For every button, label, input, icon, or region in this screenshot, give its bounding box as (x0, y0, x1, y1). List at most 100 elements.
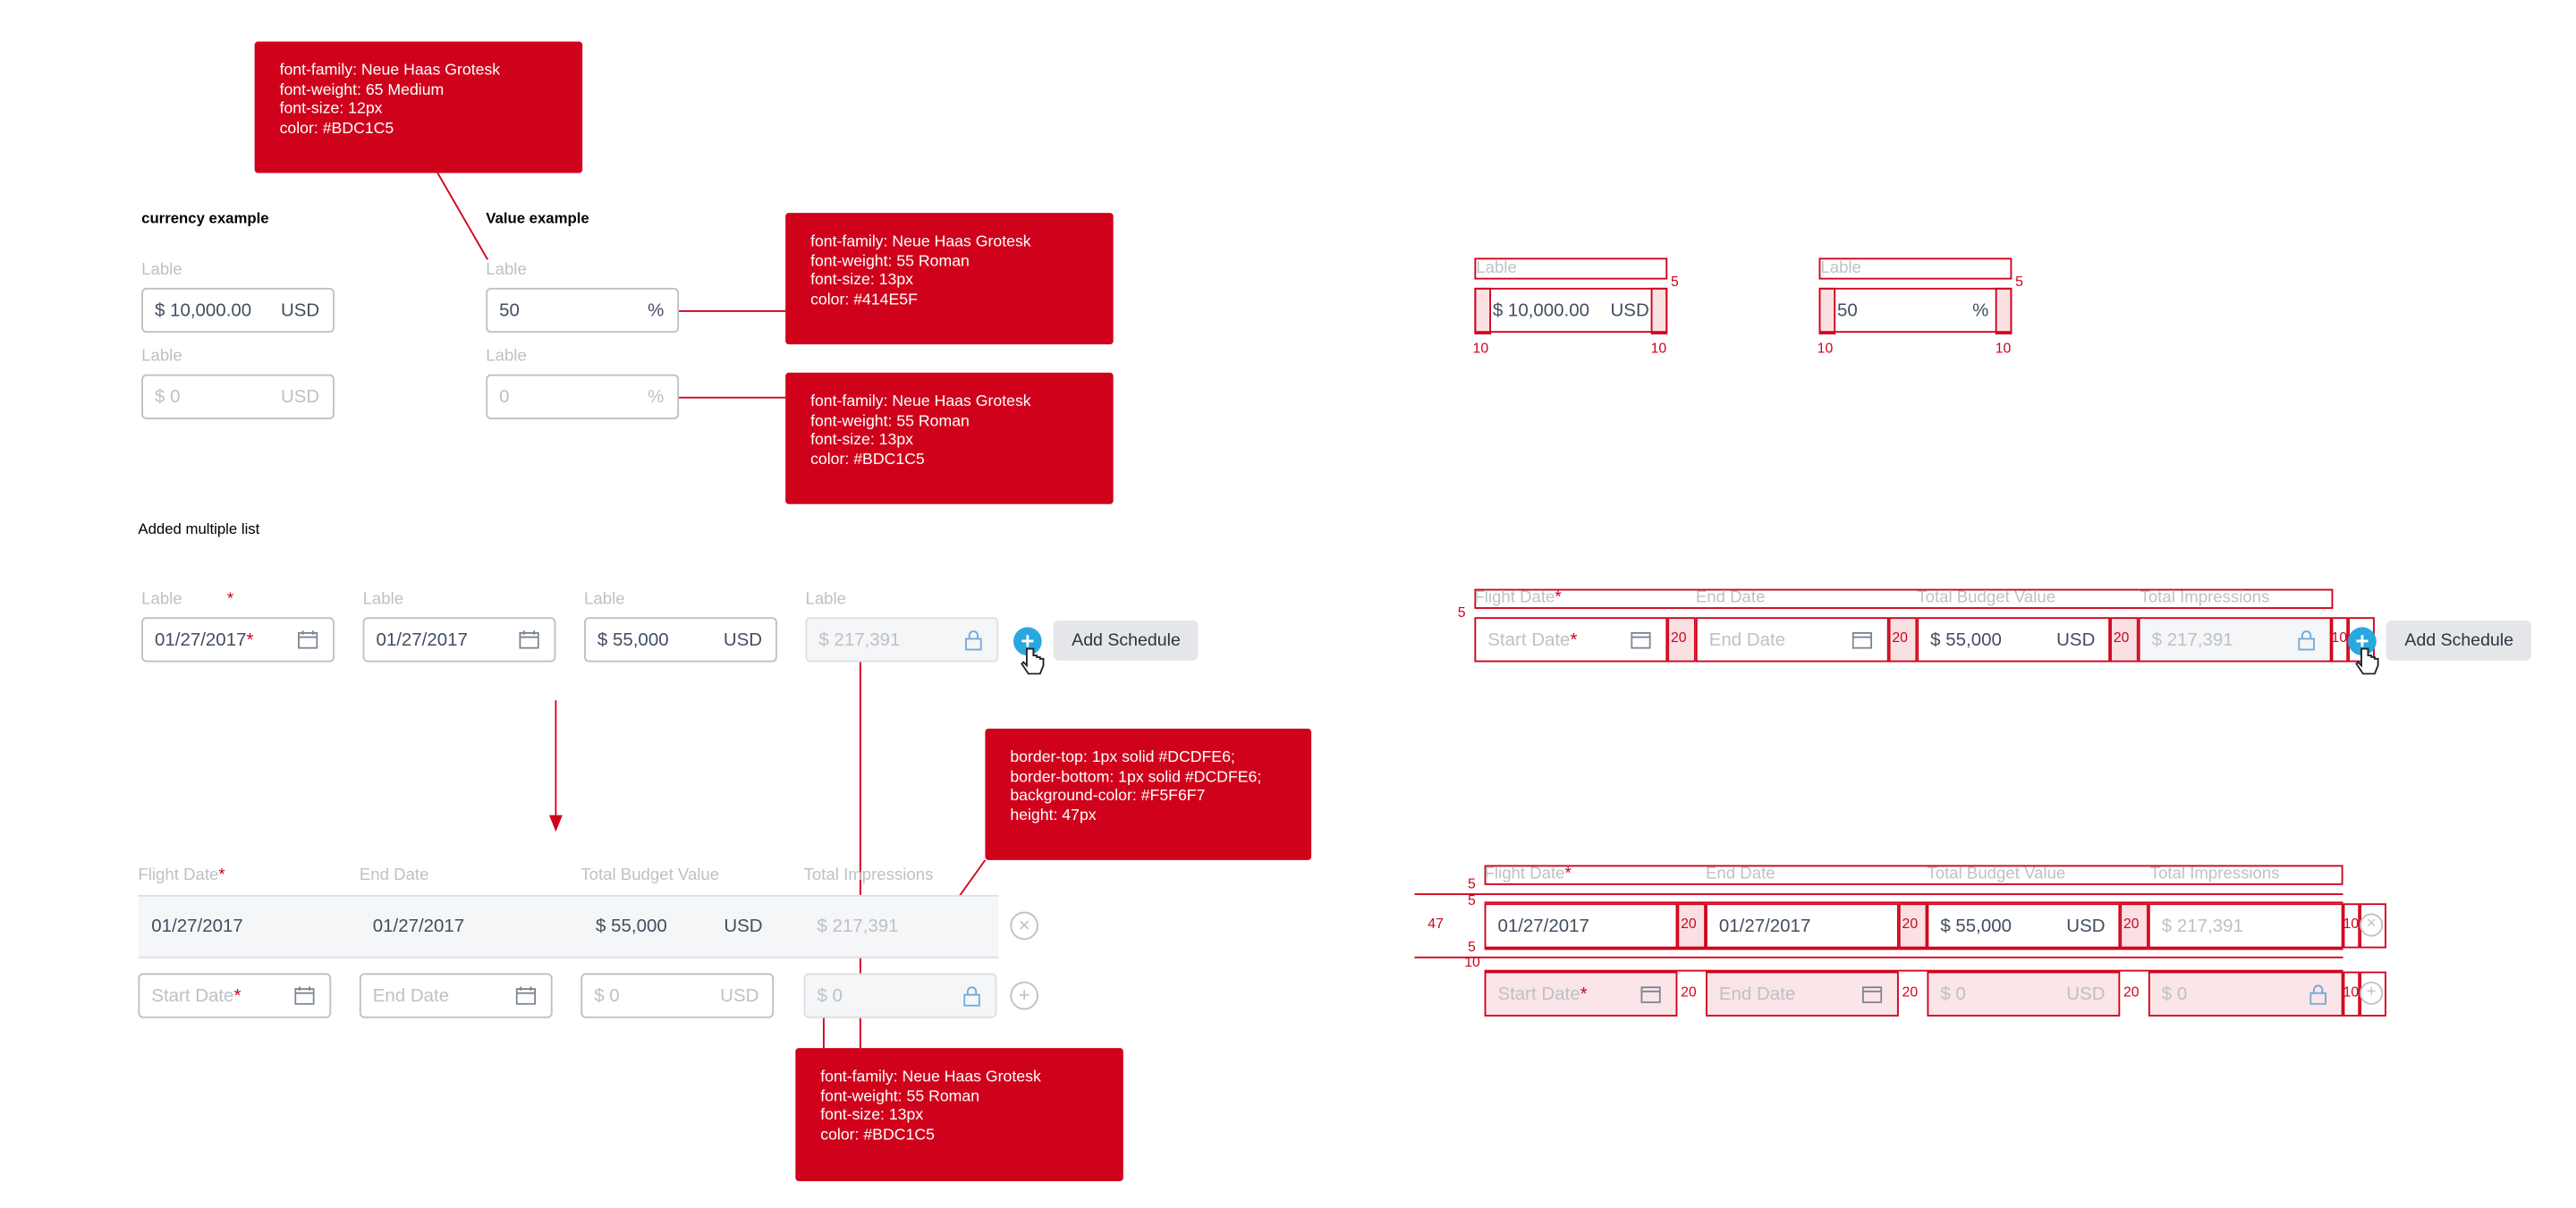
required-mark: * (246, 630, 254, 651)
required-mark: * (233, 986, 242, 1007)
spec-budget-value: $ 55,000 (1930, 630, 2002, 651)
annotation-line: font-family: Neue Haas Grotesk (810, 232, 1031, 251)
percent-input-empty[interactable]: 0 % (486, 374, 680, 419)
spec-gap-10: 10 (2331, 629, 2348, 646)
new-end-date-input[interactable]: End Date (359, 973, 553, 1018)
spec-gutter (2110, 617, 2139, 663)
spec-gap-20: 20 (1902, 915, 1919, 932)
spec-row-budget: $ 55,000 USD (1927, 903, 2121, 949)
spec-gap-10: 10 (1650, 339, 1667, 357)
calendar-icon[interactable] (519, 630, 539, 654)
header-text: Flight Date (1474, 588, 1555, 608)
list-header-total-impressions: Total Impressions (803, 866, 934, 885)
annotation-line: font-family: Neue Haas Grotesk (820, 1068, 1041, 1086)
currency-placeholder: $ 0 (155, 387, 181, 408)
annotation-line: font-weight: 65 Medium (279, 80, 445, 99)
schedule-budget-label: Lable (584, 590, 625, 609)
annotation-line: font-family: Neue Haas Grotesk (810, 393, 1031, 411)
spec-label-text: Lable (1476, 259, 1517, 278)
currency-label: Lable (141, 261, 182, 280)
budget-input[interactable]: $ 55,000 USD (584, 617, 777, 663)
spec-guide-line (1414, 893, 2343, 895)
spec-padding-left (1474, 287, 1492, 334)
percent-input[interactable]: 50 % (486, 287, 680, 334)
spec-impressions-field: $ 217,391 (2138, 617, 2332, 663)
spec-impressions-value: $ 217,391 (2151, 630, 2233, 651)
spec-row-start: 01/27/2017 (1484, 903, 1678, 949)
add-schedule-button[interactable]: Add Schedule (1053, 620, 1199, 661)
spec-row-budget-value: $ 55,000 (1940, 917, 2012, 937)
spec-new-impressions: $ 0 (2148, 971, 2343, 1017)
impressions-placeholder: $ 0 (817, 986, 843, 1007)
calendar-icon[interactable] (515, 986, 537, 1009)
schedule-impressions-label: Lable (805, 590, 847, 609)
spec-header-flight-date: Flight Date* (1474, 589, 1561, 607)
spec-guide-line (1414, 956, 2343, 959)
spec-gutter-10 (2343, 971, 2360, 1017)
new-budget-input[interactable]: $ 0 USD (580, 973, 775, 1018)
annotation-value-font: font-family: Neue Haas Grotesk font-weig… (785, 213, 1114, 345)
list-header-end-date: End Date (359, 866, 429, 885)
spec-label-box: Lable (1474, 258, 1668, 280)
annotation-line: border-bottom: 1px solid #DCDFE6; (1010, 767, 1262, 787)
start-date-input[interactable]: 01/27/2017* (141, 617, 335, 663)
annotation-placeholder-font: font-family: Neue Haas Grotesk font-weig… (785, 372, 1114, 504)
heading-value-example: Value example (486, 209, 589, 227)
spec-gap-10: 10 (2343, 983, 2360, 1001)
currency-input-value: $ 10,000.00 (155, 300, 252, 322)
spec-padding-right (1995, 287, 2012, 334)
spec-label-text: Lable (1820, 259, 1861, 278)
spec-budget-suffix: USD (2056, 630, 2096, 651)
schedule-end-label: Lable (362, 590, 404, 609)
spec-list-header-flight: Flight Date* (1485, 865, 1572, 883)
impressions-input-locked: $ 217,391 (805, 617, 999, 663)
lock-icon (963, 986, 980, 1011)
start-date-placeholder: Start Date* (151, 986, 241, 1006)
spec-percent-value: 50 (1836, 300, 1858, 322)
spec-gap-5: 5 (1457, 604, 1466, 621)
label-text: Lable (141, 590, 182, 609)
date-text: 01/27/2017 (155, 630, 247, 651)
spec-add-schedule-button: Add Schedule (2385, 620, 2532, 661)
annotation-row-style: border-top: 1px solid #DCDFE6; border-bo… (985, 728, 1312, 860)
calendar-icon (1640, 984, 1661, 1008)
end-date-input[interactable]: 01/27/2017 (362, 617, 556, 663)
spec-currency-value: $ 10,000.00 (1492, 300, 1590, 322)
header-text: Flight Date (138, 866, 219, 885)
placeholder-text: Start Date (151, 986, 234, 1007)
new-start-date-input[interactable]: Start Date* (138, 973, 332, 1018)
spec-gutter (1898, 903, 1928, 949)
spec-header-budget: Total Budget Value (1917, 588, 2056, 608)
spec-new-end: End Date (1706, 971, 1899, 1017)
spec-row-height-47: 47 (1428, 915, 1444, 932)
row-budget: $ 55,000 (596, 917, 667, 937)
spec-new-budget: $ 0 USD (1927, 971, 2121, 1017)
heading-currency-example: currency example (141, 209, 269, 227)
currency-suffix: USD (280, 300, 320, 322)
spec-new-currency: USD (2066, 984, 2106, 1005)
calendar-icon (1631, 630, 1651, 654)
spec-list-header-end: End Date (1706, 865, 1775, 883)
spec-row-impressions: $ 217,391 (2148, 903, 2343, 949)
calendar-icon (1861, 984, 1883, 1008)
row-impressions: $ 217,391 (817, 917, 899, 937)
add-row-icon[interactable]: + (1010, 981, 1038, 1010)
calendar-icon[interactable] (294, 986, 315, 1009)
spec-guide-line (1484, 969, 2343, 972)
spec-row-end: 01/27/2017 (1706, 903, 1899, 949)
row-end-date: 01/27/2017 (372, 917, 465, 937)
percent-suffix: % (648, 387, 665, 408)
hand-cursor-icon (2355, 647, 2379, 675)
spec-gap-5: 5 (1670, 273, 1679, 290)
currency-label-empty: Lable (141, 347, 182, 367)
spec-gap-20: 20 (1670, 629, 1687, 646)
budget-suffix: USD (723, 630, 763, 651)
spec-gap-10: 10 (1464, 953, 1480, 970)
currency-input-empty[interactable]: $ 0 USD (141, 374, 335, 419)
spec-gap-10: 10 (1472, 339, 1489, 357)
remove-row-icon[interactable]: × (1010, 911, 1038, 941)
calendar-icon[interactable] (298, 630, 318, 654)
currency-input[interactable]: $ 10,000.00 USD (141, 287, 335, 334)
end-date-value: 01/27/2017 (376, 630, 468, 651)
